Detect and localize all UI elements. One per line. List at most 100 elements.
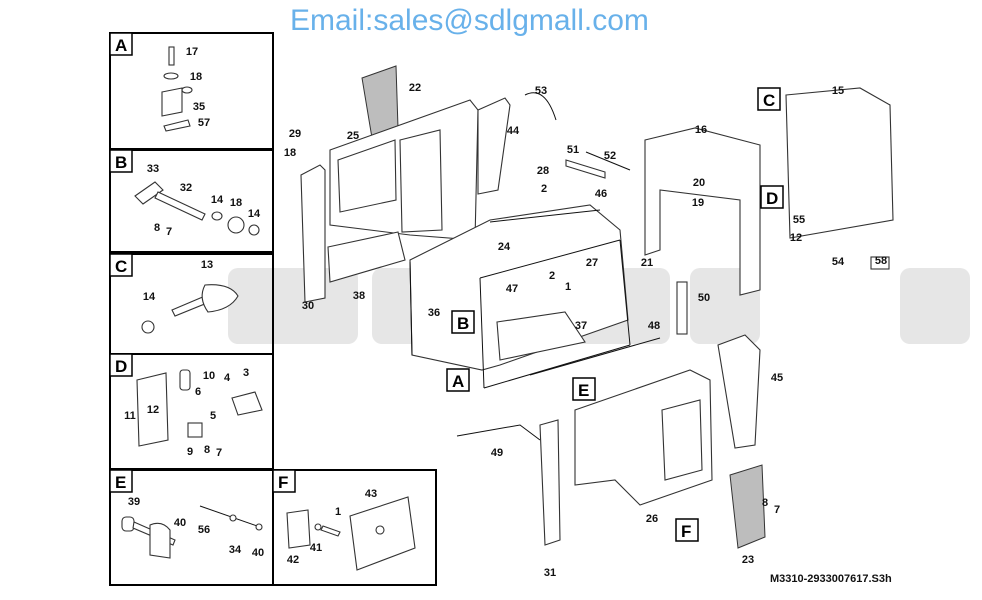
callout-number: 23 bbox=[742, 554, 754, 566]
callout-number: 40 bbox=[174, 517, 186, 529]
reference-tag-d: D bbox=[760, 185, 784, 209]
callout-number: 28 bbox=[537, 165, 549, 177]
callout-number: 19 bbox=[692, 197, 704, 209]
callout-number: 1 bbox=[335, 506, 341, 518]
detail-box-a: A bbox=[109, 32, 274, 150]
callout-number: 4 bbox=[224, 372, 231, 384]
callout-number: 38 bbox=[353, 290, 365, 302]
callout-number: 50 bbox=[698, 292, 710, 304]
callout-number: 44 bbox=[507, 125, 520, 137]
callout-number: 52 bbox=[604, 150, 616, 162]
detail-box-letter: C bbox=[115, 257, 127, 276]
callout-number: 36 bbox=[428, 307, 440, 319]
reference-tag-letter: C bbox=[763, 91, 775, 110]
callout-number: 57 bbox=[198, 117, 210, 129]
callout-number: 9 bbox=[187, 446, 193, 458]
callout-number: 1 bbox=[565, 281, 571, 293]
reference-tag-e: E bbox=[572, 377, 596, 401]
reference-tag-c: C bbox=[757, 87, 781, 111]
callout-number: 12 bbox=[147, 404, 159, 416]
reference-tag-letter: E bbox=[578, 381, 589, 400]
reference-tag-letter: D bbox=[766, 189, 778, 208]
callout-number: 48 bbox=[648, 320, 660, 332]
callout-number: 47 bbox=[506, 283, 518, 295]
callout-number: 46 bbox=[595, 188, 607, 200]
callout-number: 27 bbox=[586, 257, 598, 269]
drawing-number: M3310-2933007617.S3h bbox=[770, 573, 892, 585]
callout-number: 6 bbox=[195, 386, 201, 398]
callout-number: 17 bbox=[186, 46, 198, 58]
callout-number: 12 bbox=[790, 232, 802, 244]
callout-number: 42 bbox=[287, 554, 299, 566]
callout-number: 20 bbox=[693, 177, 705, 189]
callout-number: 45 bbox=[771, 372, 783, 384]
callout-number: 7 bbox=[166, 226, 172, 238]
reference-tag-f: F bbox=[675, 518, 699, 542]
callout-number: 53 bbox=[535, 85, 547, 97]
callout-number: 14 bbox=[211, 194, 224, 206]
callout-number: 14 bbox=[248, 208, 261, 220]
detail-box-letter: B bbox=[115, 153, 127, 172]
callout-number: 8 bbox=[762, 497, 768, 509]
detail-d-art bbox=[136, 369, 263, 447]
callout-number: 8 bbox=[204, 444, 210, 456]
callout-number: 18 bbox=[284, 147, 296, 159]
detail-box-letter: F bbox=[278, 473, 288, 492]
reference-tag-a: A bbox=[446, 368, 470, 392]
callout-number: 37 bbox=[575, 320, 587, 332]
reference-tag-b: B bbox=[451, 310, 475, 334]
callout-number: 8 bbox=[154, 222, 160, 234]
callout-number: 56 bbox=[198, 524, 210, 536]
detail-a-art bbox=[161, 46, 193, 132]
detail-box-f: F bbox=[272, 469, 437, 586]
callout-number: 34 bbox=[229, 544, 242, 556]
callout-number: 21 bbox=[641, 257, 653, 269]
callout-number: 7 bbox=[216, 447, 222, 459]
detail-e-art bbox=[121, 505, 263, 559]
callout-number: 26 bbox=[646, 513, 658, 525]
callout-number: 18 bbox=[230, 197, 242, 209]
callout-number: 58 bbox=[875, 255, 887, 267]
callout-number: 2 bbox=[541, 183, 547, 195]
callout-number: 15 bbox=[832, 85, 844, 97]
callout-number: 25 bbox=[347, 130, 359, 142]
callout-number: 54 bbox=[832, 256, 845, 268]
callout-number: 43 bbox=[365, 488, 377, 500]
callout-number: 40 bbox=[252, 547, 264, 559]
detail-f-art bbox=[286, 496, 416, 571]
detail-box-b: B bbox=[109, 149, 274, 253]
callout-number: 33 bbox=[147, 163, 159, 175]
watermark-email: Email:sales@sdlgmall.com bbox=[290, 4, 649, 37]
callout-number: 30 bbox=[302, 300, 314, 312]
reference-tag-letter: B bbox=[457, 314, 469, 333]
callout-number: 55 bbox=[793, 214, 805, 226]
detail-b-art bbox=[134, 181, 260, 236]
callout-number: 14 bbox=[143, 291, 156, 303]
detail-c-art bbox=[141, 284, 239, 334]
callout-number: 51 bbox=[567, 144, 579, 156]
callout-number: 10 bbox=[203, 370, 215, 382]
detail-box-letter: E bbox=[115, 473, 126, 492]
detail-box-letter: D bbox=[115, 357, 127, 376]
callout-number: 3 bbox=[243, 367, 249, 379]
callout-number: 11 bbox=[124, 410, 136, 422]
callout-number: 41 bbox=[310, 542, 322, 554]
callout-number: 31 bbox=[544, 567, 556, 579]
callout-number: 29 bbox=[289, 128, 301, 140]
callout-number: 13 bbox=[201, 259, 213, 271]
callout-number: 32 bbox=[180, 182, 192, 194]
callout-number: 49 bbox=[491, 447, 503, 459]
callout-number: 5 bbox=[210, 410, 216, 422]
detail-box-c: C bbox=[109, 253, 274, 355]
reference-tag-letter: A bbox=[452, 372, 464, 391]
callout-number: 18 bbox=[190, 71, 202, 83]
detail-box-letter: A bbox=[115, 36, 127, 55]
callout-number: 2 bbox=[549, 270, 555, 282]
reference-tag-letter: F bbox=[681, 522, 691, 541]
callout-number: 7 bbox=[774, 504, 780, 516]
callout-number: 35 bbox=[193, 101, 205, 113]
callout-number: 16 bbox=[695, 124, 707, 136]
callout-number: 24 bbox=[498, 241, 511, 253]
callout-number: 39 bbox=[128, 496, 140, 508]
